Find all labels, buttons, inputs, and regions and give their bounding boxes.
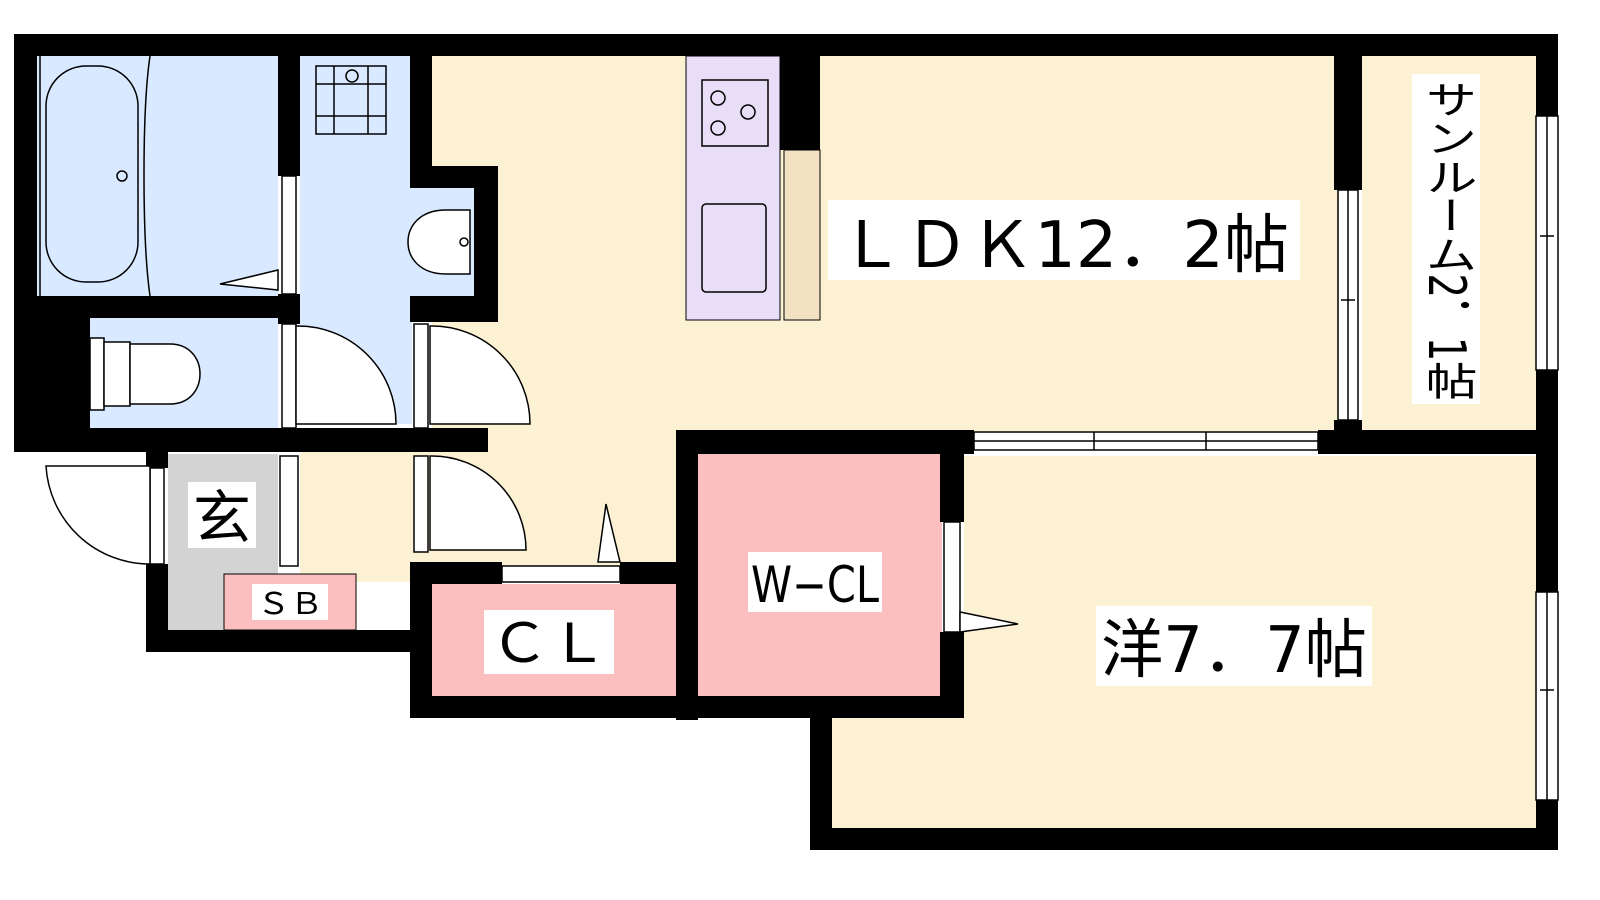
window-icon — [1535, 591, 1559, 801]
sunroom-label: サンルーム2．1帖 — [1416, 80, 1476, 400]
wall-basin-bottom — [410, 296, 498, 322]
washing-machine-icon — [315, 65, 387, 135]
genkan-label: 玄 — [193, 484, 251, 552]
wall-entrance-left — [146, 452, 168, 468]
wall-bottom-closets — [410, 696, 964, 718]
wall-sunroom-left — [1334, 56, 1362, 190]
door-arrow — [597, 503, 621, 563]
window-icon — [501, 565, 621, 583]
sliding-door — [973, 431, 1319, 451]
wall-toilet-bottom — [90, 428, 488, 452]
door-frame — [413, 455, 429, 553]
wall-western-left — [810, 696, 832, 850]
sink-icon — [701, 203, 767, 293]
wall-top — [14, 34, 1558, 56]
wall-wcl-top — [676, 430, 974, 454]
window-icon — [1535, 115, 1559, 371]
window-icon — [943, 521, 961, 633]
wall-wcl-right — [940, 430, 964, 522]
wall-sunroom-bottom — [1318, 430, 1558, 454]
door-frame — [279, 455, 299, 567]
western-room-floor-lower — [832, 700, 1536, 828]
wall-entrance-left-lower — [146, 564, 168, 650]
wall-washroom-right — [410, 56, 432, 186]
washbasin-icon — [407, 209, 471, 275]
wall-bath-right-lower — [278, 294, 300, 324]
wall-wcl-left — [676, 430, 698, 720]
toilet-icon — [89, 337, 201, 411]
door-frame — [281, 175, 297, 295]
sb-label-bg — [252, 584, 328, 620]
kitchen-back-counter — [783, 149, 821, 321]
genkan-label-bg — [188, 482, 256, 548]
wall-bath-bottom — [37, 296, 299, 318]
wall-left-lower — [14, 296, 90, 452]
fixtures — [39, 55, 769, 411]
wall-right — [1536, 34, 1558, 116]
wall-entrance-bottom — [146, 630, 432, 652]
western-label-bg — [1096, 606, 1372, 686]
wall-closet-top — [410, 562, 502, 584]
wall-closet-top-right — [620, 562, 680, 584]
walls — [14, 34, 1558, 850]
sb-label: ＳＢ — [257, 587, 323, 622]
door-arrow — [959, 611, 1019, 633]
wall-bath-right — [278, 56, 300, 176]
wcl-label-bg — [748, 552, 882, 612]
sunroom-label-bg — [1412, 74, 1480, 404]
cl-label-bg — [484, 610, 614, 674]
stove-icon — [701, 79, 769, 147]
door-frame — [413, 323, 429, 429]
wcl-label: W−CL — [751, 556, 879, 614]
door-swing-icon — [429, 325, 531, 425]
wall-right-mid — [1536, 370, 1558, 592]
labels: ＬＤＫ12．2帖 サンルーム2．1帖 洋7．7帖 W−CL ＣＬ 玄 ＳＢ — [188, 74, 1480, 688]
windows — [149, 115, 1559, 801]
wall-bottom — [810, 828, 1558, 850]
door-arrow — [219, 269, 279, 291]
door-swing-icon — [295, 325, 397, 425]
ldk-label: ＬＤＫ12．2帖 — [839, 209, 1289, 283]
door-swing-icon — [429, 455, 527, 551]
door-swing-icon — [45, 465, 151, 565]
window-icon — [1337, 189, 1359, 421]
bathtub-icon — [39, 55, 151, 297]
ldk-label-bg — [828, 200, 1300, 280]
door-frame — [149, 467, 165, 565]
cl-label: ＣＬ — [490, 612, 608, 675]
western-room-label: 洋7．7帖 — [1101, 614, 1367, 688]
wall-kitchen — [780, 56, 820, 150]
wall-basin-right — [474, 166, 498, 318]
door-swings — [45, 269, 1019, 633]
door-frame — [281, 323, 297, 429]
